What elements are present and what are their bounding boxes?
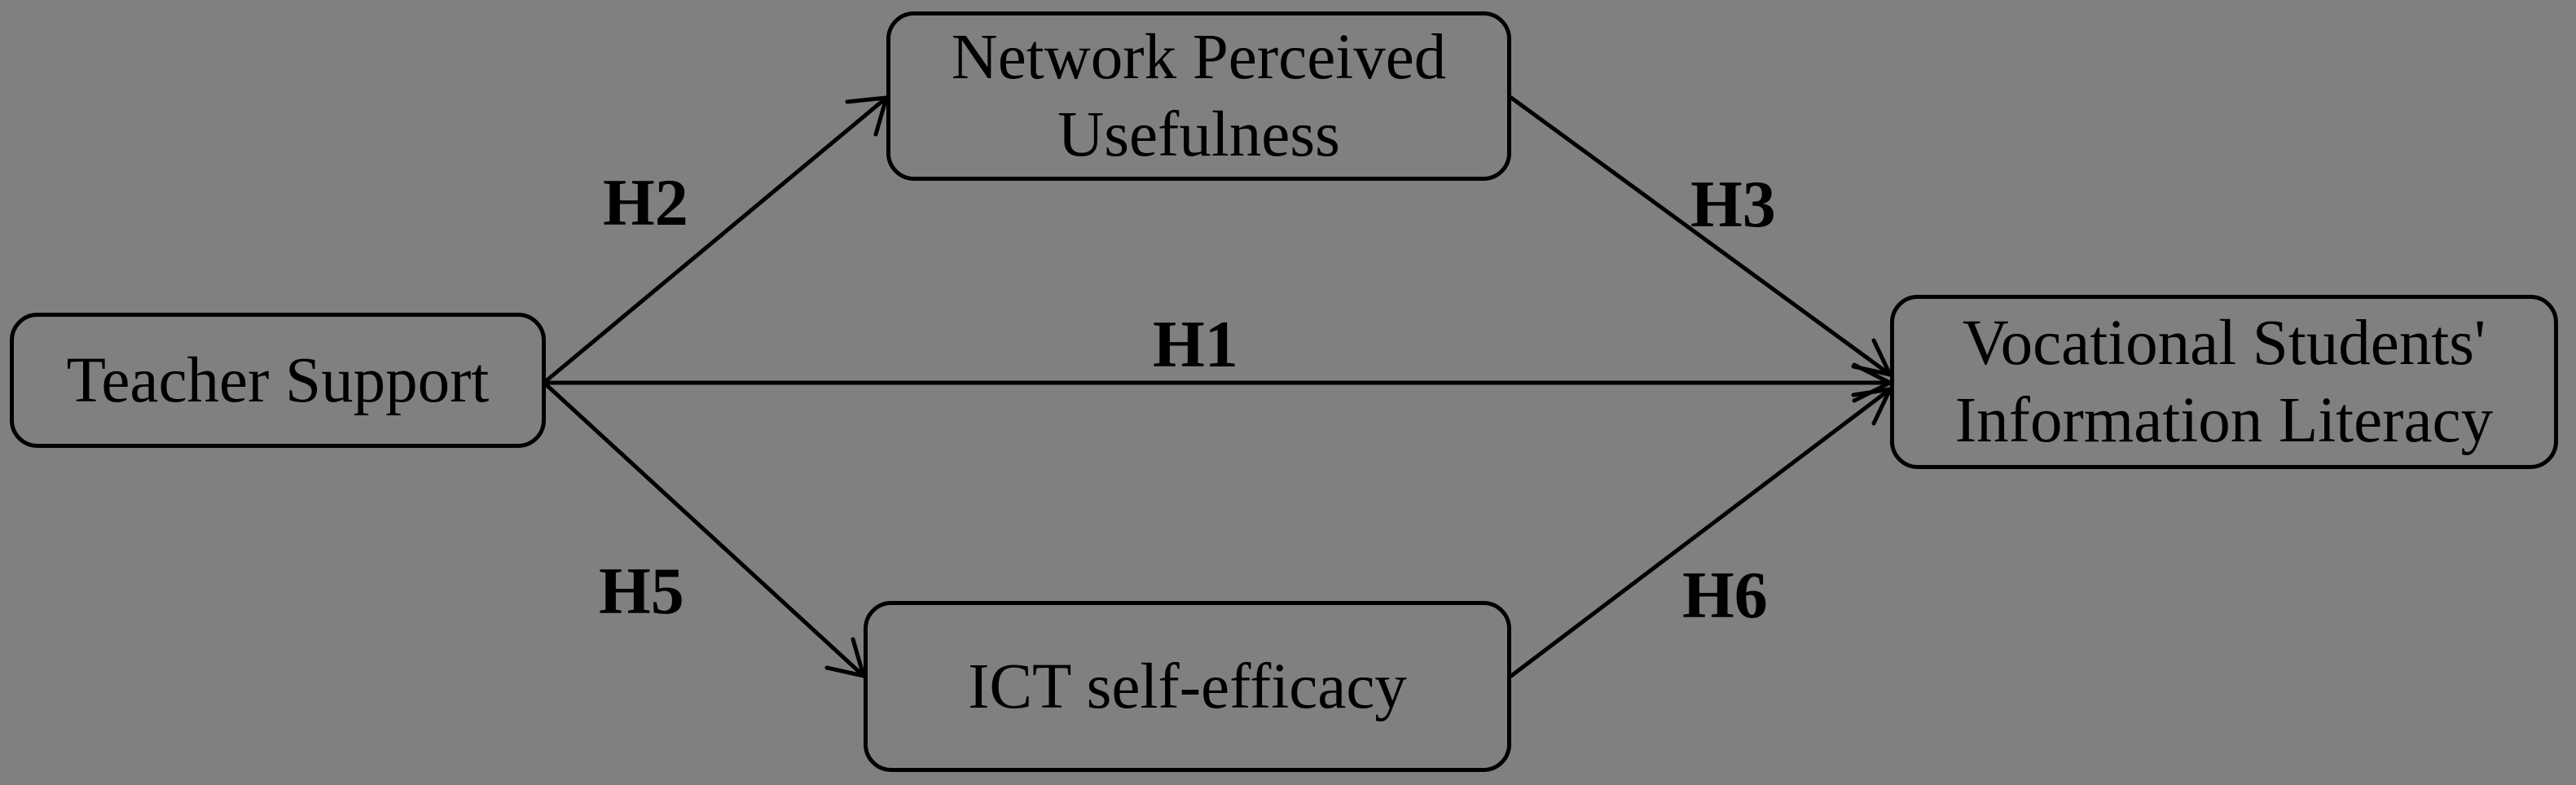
node-information-literacy: Vocational Students' Information Literac… [1890, 295, 2558, 469]
label-h6: H6 [1682, 558, 1768, 632]
label-h1: H1 [1153, 307, 1238, 381]
arrow-h3 [1509, 95, 1892, 377]
arrow-h2 [543, 95, 889, 384]
node-information-literacy-line-1: Vocational Students' [1962, 308, 2486, 379]
arrow-h5 [543, 382, 866, 678]
node-ict-self-efficacy: ICT self-efficacy [864, 601, 1511, 772]
arrow-h6 [1509, 387, 1892, 678]
node-network-perceived-usefulness-line-1: Network Perceived [951, 22, 1447, 93]
node-information-literacy-line-2: Information Literacy [1954, 385, 2494, 456]
node-network-perceived-usefulness: Network Perceived Usefulness [886, 11, 1511, 181]
node-teacher-support: Teacher Support [10, 313, 546, 448]
label-h3: H3 [1690, 167, 1776, 241]
node-ict-self-efficacy-label: ICT self-efficacy [968, 651, 1407, 722]
node-network-perceived-usefulness-line-2: Usefulness [1057, 99, 1340, 170]
node-teacher-support-label: Teacher Support [66, 344, 490, 416]
label-h2: H2 [603, 165, 688, 239]
label-h5: H5 [599, 554, 684, 628]
